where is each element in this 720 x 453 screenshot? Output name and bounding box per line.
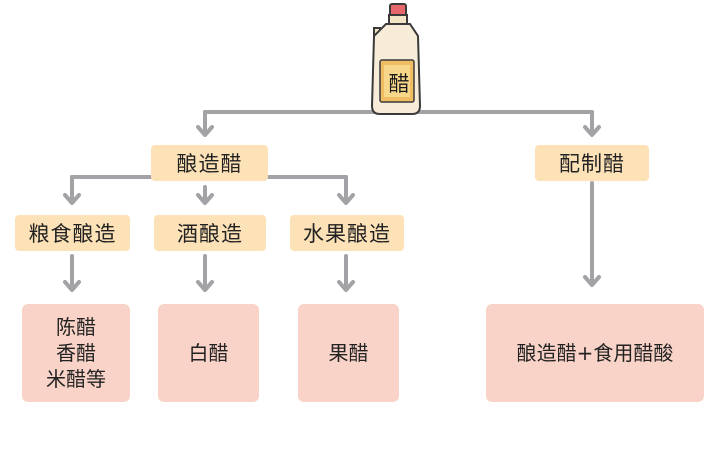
- arrowhead-blended: [583, 125, 601, 137]
- arrowhead-wine: [196, 193, 214, 205]
- node-blended-vinegar: 配制醋: [535, 145, 649, 181]
- arrowhead-fruit: [337, 193, 355, 205]
- node-wine-brewing: 酒酿造: [154, 215, 266, 251]
- product-blended-composition: 酿造醋+食用醋酸: [486, 304, 704, 402]
- arrowhead-grain: [63, 193, 81, 205]
- product-white-vinegar: 白醋: [158, 304, 259, 402]
- product-grain-vinegars: 陈醋 香醋 米醋等: [22, 304, 130, 402]
- bottle-label: 醋: [388, 72, 410, 96]
- node-fruit-brewing: 水果酿造: [290, 215, 404, 251]
- arrowhead-brewed: [196, 125, 214, 137]
- node-brewed-vinegar: 酿造醋: [151, 145, 268, 181]
- arrowhead-grain-product: [63, 280, 81, 292]
- arrowhead-blended-product: [583, 275, 601, 287]
- arrowhead-wine-product: [196, 280, 214, 292]
- vinegar-bottle-icon: [370, 3, 422, 115]
- product-fruit-vinegar: 果醋: [298, 304, 399, 402]
- node-grain-brewing: 粮食酿造: [15, 215, 130, 251]
- arrowhead-fruit-product: [337, 280, 355, 292]
